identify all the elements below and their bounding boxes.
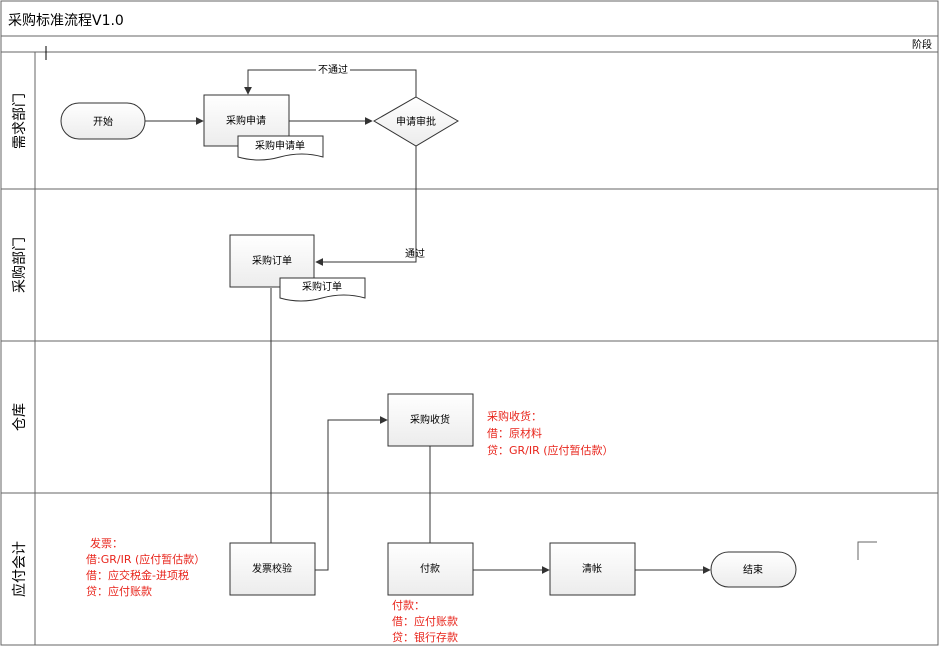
doc-order-label: 采购订单 — [302, 280, 342, 293]
node-request-label: 采购申请 — [226, 114, 266, 127]
edge-label-bg — [316, 63, 350, 76]
doc-request-label: 采购申请单 — [255, 139, 305, 152]
node-approve[interactable] — [373, 96, 459, 147]
edge-label-reject: 不通过 — [318, 63, 348, 76]
note-invoice-line: 借：应交税金-进项税 — [86, 568, 189, 582]
diagram-title: 采购标准流程V1.0 — [8, 13, 124, 29]
note-pay-line: 借：应付账款 — [392, 614, 458, 628]
node-start-label: 开始 — [93, 115, 113, 128]
node-order-label: 采购订单 — [252, 254, 292, 267]
doc-request[interactable] — [237, 135, 324, 161]
lane-label-warehouse: 仓库 — [12, 403, 28, 431]
node-invoice[interactable] — [229, 542, 316, 596]
node-receive-label: 采购收货 — [410, 413, 450, 426]
note-receive-line: 贷：GR/IR (应付暂估款） — [487, 443, 614, 457]
note-receive-line: 采购收货： — [487, 409, 542, 423]
node-start[interactable] — [60, 102, 146, 140]
note-pay: 付款： 借：应付账款 贷：银行存款 — [392, 598, 458, 644]
lane-label-ap: 应付会计 — [11, 541, 28, 597]
node-approve-label: 申请审批 — [396, 115, 436, 128]
note-invoice-line: 发票： — [90, 536, 123, 550]
note-receive-line: 借：原材料 — [487, 426, 542, 440]
edge-label-pass: 通过 — [405, 247, 425, 260]
node-clear-label: 清帐 — [582, 562, 602, 575]
note-pay-line: 付款： — [392, 598, 425, 612]
node-end[interactable] — [710, 551, 797, 588]
node-pay[interactable] — [387, 542, 474, 596]
edge-pass — [315, 146, 417, 266]
note-invoice-line: 借:GR/IR (应付暂估款） — [86, 552, 205, 566]
lane-label-demand: 需求部门 — [12, 93, 28, 149]
note-invoice-line: 贷：应付账款 — [86, 584, 152, 598]
node-invoice-label: 发票校验 — [252, 562, 292, 575]
phase-label: 阶段 — [912, 38, 932, 51]
corner-mark — [857, 541, 877, 560]
doc-order[interactable] — [279, 277, 366, 302]
node-pay-label: 付款 — [420, 562, 440, 575]
node-end-label: 结束 — [743, 563, 763, 576]
note-invoice: 发票： 借:GR/IR (应付暂估款） 借：应交税金-进项税 贷：应付账款 — [86, 536, 205, 598]
lane-label-purchase: 采购部门 — [12, 237, 28, 293]
note-pay-line: 贷：银行存款 — [392, 630, 458, 644]
edge-invoice-receive — [315, 416, 388, 571]
note-receive: 采购收货： 借：原材料 贷：GR/IR (应付暂估款） — [487, 409, 614, 457]
node-clear[interactable] — [549, 542, 636, 596]
node-receive[interactable] — [387, 393, 474, 447]
